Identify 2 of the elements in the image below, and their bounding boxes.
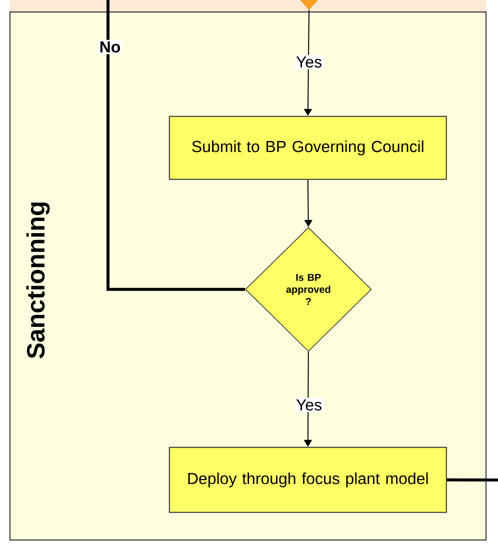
process-box: Submit to BP Governing Council	[168, 116, 447, 180]
process-box: Deploy through focus plant model	[168, 446, 447, 513]
